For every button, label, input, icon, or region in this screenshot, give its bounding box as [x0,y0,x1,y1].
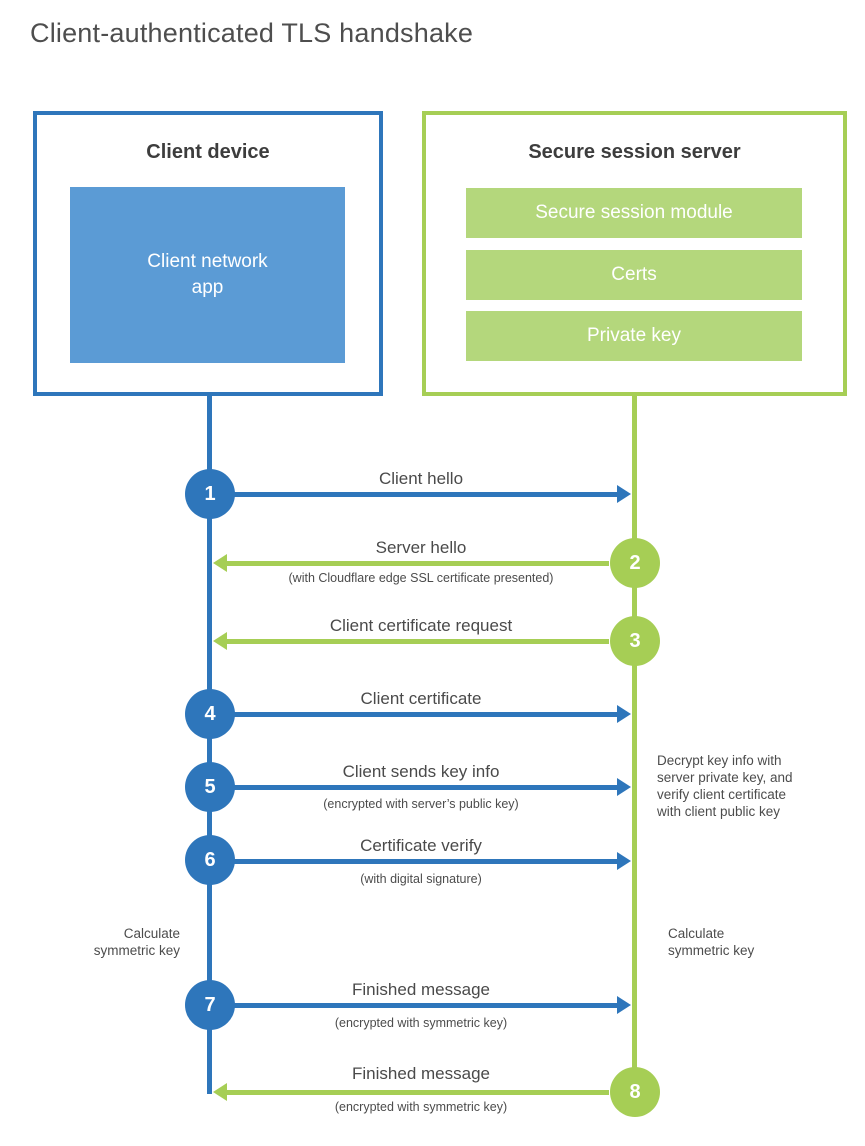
calculate-symmetric-key-server-note: Calculate symmetric key [668,926,755,958]
arrow-shaft [227,638,609,644]
step-8-sublabel: (encrypted with symmetric key) [334,1100,508,1114]
step-7-badge: 7 [185,980,235,1030]
arrow-shaft [234,858,617,864]
step-7-sublabel: (encrypted with symmetric key) [334,1016,508,1030]
step-6-arrow-right [234,852,631,870]
arrow-shaft [234,711,617,717]
step-8-badge: 8 [610,1067,660,1117]
step-7-arrow-right [234,996,631,1014]
step-2-badge: 2 [610,538,660,588]
server-module-certs: Certs [466,250,802,300]
step-6-sublabel: (with digital signature) [360,872,482,886]
step-6-badge: 6 [185,835,235,885]
step-3-badge: 3 [610,616,660,666]
step-4-label: Client certificate [360,689,482,708]
server-module-secure-session: Secure session module [466,188,802,238]
step-2-sublabel: (with Cloudflare edge SSL certificate pr… [288,571,554,585]
arrowhead-right-icon [617,996,631,1014]
arrowhead-right-icon [617,705,631,723]
arrowhead-left-icon [213,554,227,572]
step-3-arrow-left [213,632,609,650]
secure-session-server-title: Secure session server [528,141,741,163]
step-5-sublabel: (encrypted with server’s public key) [323,797,519,811]
client-lifeline [207,394,212,1094]
arrow-shaft [234,491,617,497]
arrow-shaft [234,1002,617,1008]
step-4-arrow-right [234,705,631,723]
arrowhead-left-icon [213,632,227,650]
arrowhead-right-icon [617,852,631,870]
server-lifeline [632,394,637,1094]
calculate-symmetric-key-client-note: Calculate symmetric key [93,926,180,958]
step-8-arrow-left [213,1083,609,1101]
step-1-arrow-right [234,485,631,503]
arrow-shaft [227,1089,609,1095]
client-device-title: Client device [146,141,270,163]
step-5-badge: 5 [185,762,235,812]
step-1-badge: 1 [185,469,235,519]
step-6-label: Certificate verify [360,836,482,855]
step-7-label: Finished message [352,980,490,999]
arrowhead-left-icon [213,1083,227,1101]
server-module-private-key: Private key [466,311,802,361]
arrow-shaft [234,784,617,790]
step-4-badge: 4 [185,689,235,739]
step-5-arrow-right [234,778,631,796]
arrowhead-right-icon [617,778,631,796]
step-3-label: Client certificate request [329,616,513,635]
step-8-label: Finished message [352,1064,490,1083]
step-2-arrow-left [213,554,609,572]
client-network-app-box: Client network app [70,187,345,363]
decrypt-note: Decrypt key info with server private key… [657,753,793,819]
step-5-label: Client sends key info [342,762,500,781]
step-1-label: Client hello [378,469,464,488]
step-2-label: Server hello [375,538,467,557]
arrow-shaft [227,560,609,566]
page-title: Client-authenticated TLS handshake [30,18,474,48]
arrowhead-right-icon [617,485,631,503]
